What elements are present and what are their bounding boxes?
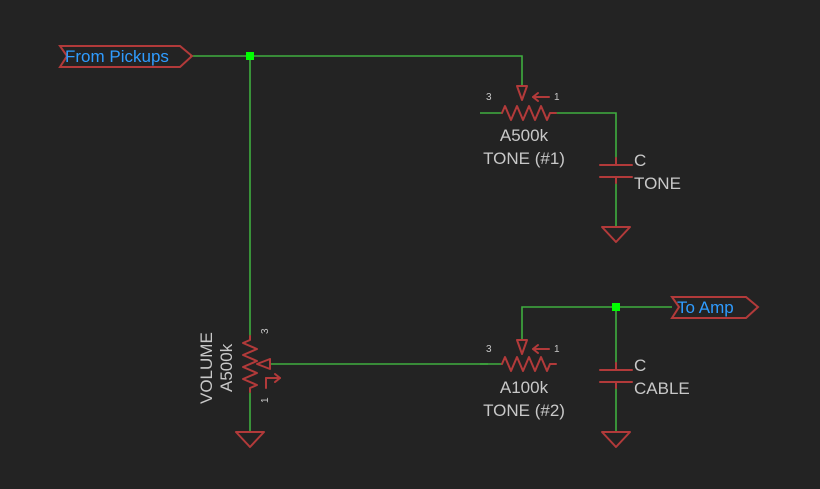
ground-icon [601,226,631,243]
cap-tone[interactable]: C TONE [599,151,681,193]
net-label-flag-icon [58,45,194,68]
pin-number: 3 [260,328,271,334]
wire-tone1-to-cap [556,112,617,158]
ground-icon [601,431,631,448]
junction-dot-icon [612,303,620,311]
part-value: A500k [500,126,549,145]
pin-number: 3 [486,344,492,355]
net-label-flag-icon [670,296,760,319]
part-value: A100k [500,378,549,397]
wire-tone2-to-amp-bus [521,306,672,340]
pin-number: 3 [486,92,492,103]
capacitor-icon [599,157,633,184]
net-label-text: From Pickups [65,47,169,66]
pot-volume[interactable]: 3 1 VOLUME A500k [197,328,281,404]
pot-tone2[interactable]: 3 1 A100k TONE (#2) [483,339,565,420]
pin-number: 1 [260,397,271,403]
wires [190,55,672,432]
pin-number: 1 [554,344,560,355]
junction-dot-icon [246,52,254,60]
capacitor-icon [599,362,633,389]
potentiometer-icon [501,339,557,372]
pin-number: 1 [554,92,560,103]
potentiometer-icon [242,335,281,393]
potentiometer-icon [501,85,557,121]
wire-pickups-bus [190,55,523,86]
part-name: TONE (#1) [483,149,565,168]
cap-cable[interactable]: C CABLE [599,356,690,398]
part-name: VOLUME [197,332,216,404]
net-label-to-amp[interactable]: To Amp [670,296,760,319]
pot-tone1[interactable]: 3 1 A500k TONE (#1) [483,85,565,168]
part-name: C [634,151,646,170]
net-label-text: To Amp [677,298,734,317]
part-value: CABLE [634,379,690,398]
part-value: TONE [634,174,681,193]
part-name: C [634,356,646,375]
part-name: TONE (#2) [483,401,565,420]
net-label-from-pickups[interactable]: From Pickups [58,45,194,68]
ground-icon [235,431,265,448]
part-value: A500k [217,343,236,392]
